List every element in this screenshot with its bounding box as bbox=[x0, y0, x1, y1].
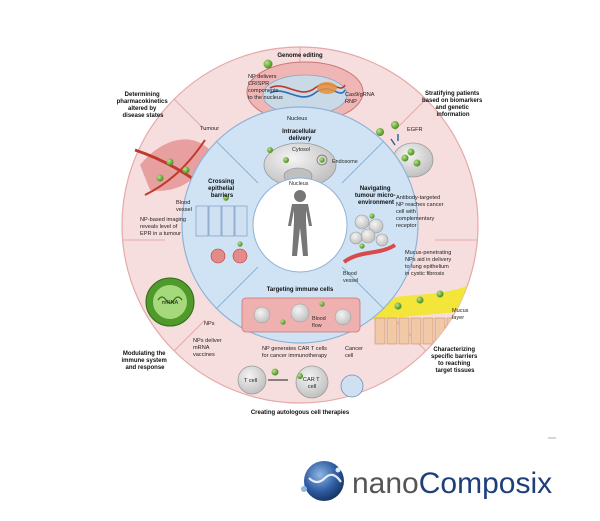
nps-label: NPs bbox=[204, 321, 215, 327]
brand-name-composix: Composix bbox=[419, 467, 552, 500]
genome-editing-note: NP delivers CRISPR components to the nuc… bbox=[248, 74, 283, 101]
car-t-illustration bbox=[237, 365, 364, 399]
cytosol-label: Cytosol bbox=[292, 147, 310, 153]
blood-vessel-label-outer: Blood vessel bbox=[176, 200, 192, 213]
microenvironment-illustration bbox=[342, 213, 397, 264]
rnp-label: Cas9/gRNA RNP bbox=[345, 92, 376, 105]
outer-dividers bbox=[122, 47, 478, 352]
cell-therapies-title: Creating autologous cell therapies bbox=[251, 410, 350, 416]
stratifying-title: Stratifying patients based on biomarkers… bbox=[422, 91, 484, 118]
epithelial-title: Crossing epithelial barriers bbox=[208, 179, 236, 199]
tumour-label: Tumour bbox=[200, 126, 219, 132]
pharmacokinetics-title: Determining pharmacokinetics altered by … bbox=[117, 92, 170, 119]
egfr-label: EGFR bbox=[407, 127, 423, 133]
characterizing-title: Characterizing specific barriers to reac… bbox=[431, 347, 479, 374]
pharmacokinetics-note: NP-based imaging reveals level of EPR in… bbox=[140, 217, 188, 237]
car-t-note: NP generates CAR T cells for cancer immu… bbox=[262, 346, 329, 359]
mrna-label: mRNA bbox=[162, 300, 179, 306]
blood-flow-label: Blood flow bbox=[312, 316, 327, 329]
genome-editing-illustration bbox=[246, 59, 364, 123]
human-figure-icon bbox=[288, 190, 312, 256]
nucleus-label-inner: Nucleus bbox=[289, 181, 309, 187]
t-cell-label: T cell bbox=[244, 378, 257, 384]
stratifying-note: Antibody-targeted NP reaches cancer cell… bbox=[396, 195, 445, 229]
microenvironment-title: Navigating tumour micro- environment bbox=[355, 186, 397, 206]
mucus-illustration bbox=[370, 285, 478, 345]
car-t-label: CAR T cell bbox=[303, 377, 321, 390]
endosome-label: Endosome bbox=[332, 159, 358, 165]
blood-vessel-label-inner: Blood vessel bbox=[343, 271, 358, 284]
brand-name-nano: nano bbox=[352, 467, 419, 500]
mucus-layer-label: Mucus layer bbox=[452, 308, 470, 321]
intracellular-title: Intracellular delivery bbox=[282, 129, 318, 142]
genome-editing-title: Genome editing bbox=[277, 53, 323, 59]
cancer-cell-label: Cancer cell bbox=[345, 346, 365, 359]
immune-targeting-illustration bbox=[241, 297, 361, 333]
nanocomposix-logo: nanoComposix bbox=[301, 461, 552, 501]
immune-targeting-title: Targeting immune cells bbox=[267, 287, 334, 293]
epithelial-illustration bbox=[195, 195, 248, 264]
svg-text:nanoComposix: nanoComposix bbox=[352, 467, 552, 500]
mrna-vaccine-note: NPs deliver mRNA vaccines bbox=[193, 338, 223, 358]
inner-dividers bbox=[215, 140, 385, 310]
brand-sphere-icon bbox=[304, 461, 344, 501]
modulating-title: Modulating the immune system and respons… bbox=[121, 351, 168, 371]
nucleus-label-outer: Nucleus bbox=[287, 116, 307, 122]
mucus-note: Mucus-penetrating NPs aid in delivery to… bbox=[405, 250, 453, 277]
